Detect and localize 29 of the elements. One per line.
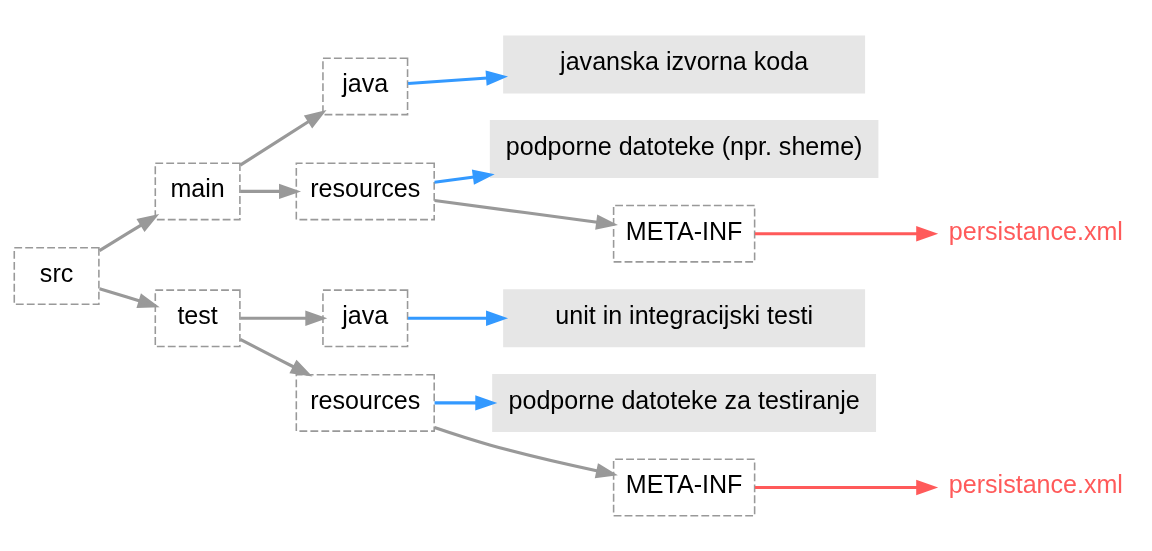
arrow	[434, 394, 498, 411]
node-box: unit in integracijski testi	[503, 288, 866, 347]
node-box: src	[13, 246, 100, 305]
arrow	[434, 425, 618, 478]
arrow	[408, 310, 508, 326]
arrow	[98, 213, 160, 252]
node-text: persistance.xml	[948, 216, 1123, 245]
node-box: META-INF	[612, 458, 756, 516]
node-box: test	[154, 288, 241, 347]
arrow	[239, 109, 327, 166]
arrow	[239, 337, 313, 377]
node-text: persistance.xml	[948, 469, 1123, 498]
arrow	[754, 225, 939, 241]
node-box: main	[154, 161, 241, 220]
arrow	[240, 183, 301, 199]
node-box: resources	[295, 161, 435, 220]
arrow	[240, 310, 328, 326]
node-box: podporne datoteke za testiranje	[492, 373, 877, 432]
node-box: javanska izvorna koda	[503, 35, 866, 93]
arrow	[434, 169, 495, 185]
arrow	[408, 69, 508, 86]
node-box: resources	[295, 373, 435, 432]
node-box: podporne datoteke (npr. sheme)	[489, 119, 879, 178]
arrow	[434, 198, 618, 230]
node-box: java	[322, 56, 409, 115]
arrow	[99, 286, 160, 308]
node-box: META-INF	[612, 204, 756, 263]
arrow	[754, 479, 939, 495]
node-box: java	[322, 288, 409, 347]
